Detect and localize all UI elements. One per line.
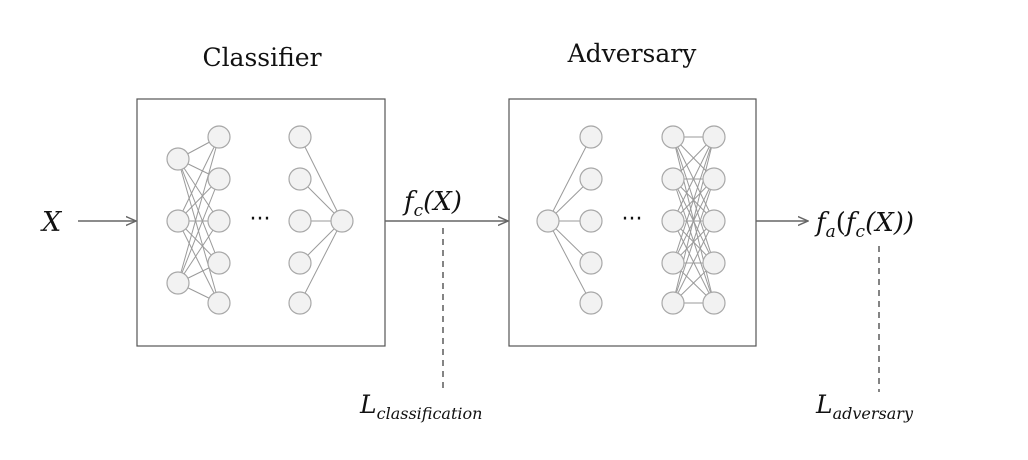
adversary-network [536, 125, 726, 315]
adversary-node [579, 125, 603, 149]
adversary-ellipsis: ··· [622, 207, 643, 232]
adversary-node [579, 167, 603, 191]
adversary-node [661, 167, 685, 191]
classifier-edge [299, 220, 343, 304]
adversary-edge [672, 178, 715, 304]
adversary-node [702, 167, 726, 191]
loss-classification-L: L [359, 390, 377, 419]
classifier-node [166, 209, 190, 233]
adversary-title: Adversary [567, 39, 698, 68]
classifier-node [207, 209, 231, 233]
output-label: fa(fc(X)) [814, 208, 914, 242]
adversary-edge [672, 136, 715, 304]
classifier-node [207, 291, 231, 315]
classifier-node [207, 125, 231, 149]
adversary-edge [672, 220, 715, 304]
classifier-node [288, 125, 312, 149]
adversary-node [702, 125, 726, 149]
classifier-ellipsis: ··· [250, 207, 271, 232]
loss-adversary-sub: adversary [833, 404, 914, 423]
adversary-node [536, 209, 560, 233]
classifier-node [288, 167, 312, 191]
output-label-sub-a: a [826, 222, 836, 242]
classifier-node [207, 167, 231, 191]
classifier-network [166, 125, 354, 315]
loss-adversary-L: L [815, 390, 833, 419]
classifier-edge [177, 220, 220, 304]
adversary-node [579, 251, 603, 275]
output-label-sub-c: c [856, 222, 866, 242]
adversary-node [661, 291, 685, 315]
classifier-node [288, 291, 312, 315]
adversary-edge [672, 136, 715, 222]
classifier-node [288, 251, 312, 275]
classifier-title: Classifier [202, 43, 321, 72]
mid-label: fc(X) [402, 187, 462, 221]
classifier-node [330, 209, 354, 233]
adversary-node [661, 125, 685, 149]
loss-classification-label: Lclassification [359, 390, 482, 423]
classifier-edge [177, 158, 220, 222]
adversary-node [702, 209, 726, 233]
classifier-node [207, 251, 231, 275]
adversary-node [702, 251, 726, 275]
loss-classification-sub: classification [377, 404, 483, 423]
classifier-edge [299, 136, 343, 222]
adversary-edge [547, 136, 592, 222]
classifier-edge [177, 178, 220, 284]
mid-label-sub: c [414, 201, 424, 221]
adversary-node [579, 291, 603, 315]
output-label-open: ( [836, 208, 846, 238]
loss-adversary-label: Ladversary [815, 390, 914, 423]
mid-label-rest: (X) [423, 187, 462, 217]
adversary-edge [672, 136, 715, 264]
adversary-node [702, 291, 726, 315]
classifier-edge [177, 220, 220, 284]
classifier-node [166, 271, 190, 295]
input-label: X [40, 207, 63, 238]
classifier-edge [177, 136, 220, 222]
classifier-node [288, 209, 312, 233]
adversary-node [661, 209, 685, 233]
adversary-node [661, 251, 685, 275]
adversary-node [579, 209, 603, 233]
classifier-node [166, 147, 190, 171]
classifier-edge [177, 136, 220, 284]
output-label-rest: (X)) [865, 208, 914, 238]
adversary-edge [547, 220, 592, 304]
